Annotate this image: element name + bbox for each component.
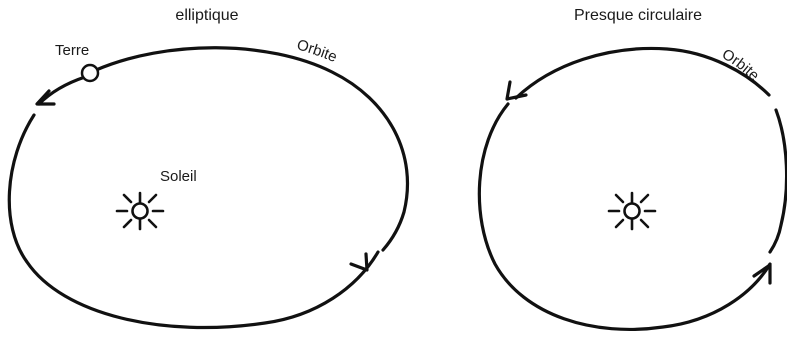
elliptical-orbit-lower-arc [9,115,378,328]
earth-icon [82,65,98,81]
elliptical-orbit-label: Orbite [295,36,340,66]
near-circular-orbit-panel: Presque circulaire Orbite [479,7,786,329]
elliptical-orbit-upper-arc [96,48,407,250]
elliptical-orbit-panel: elliptique Terre Orbite Soleil [9,7,407,328]
elliptical-bottom-arrowhead [351,254,367,270]
earth-label: Terre [55,42,89,59]
near-circular-orbit-right-arc [770,110,787,252]
near-circular-orbit-lower-arc [479,104,770,329]
elliptical-orbit-left-arc [39,77,85,104]
near-circular-title: Presque circulaire [574,7,702,24]
sun-icon [609,193,655,229]
sun-label: Soleil [160,168,197,185]
elliptical-title: elliptique [175,7,238,24]
sun-icon [117,193,163,229]
